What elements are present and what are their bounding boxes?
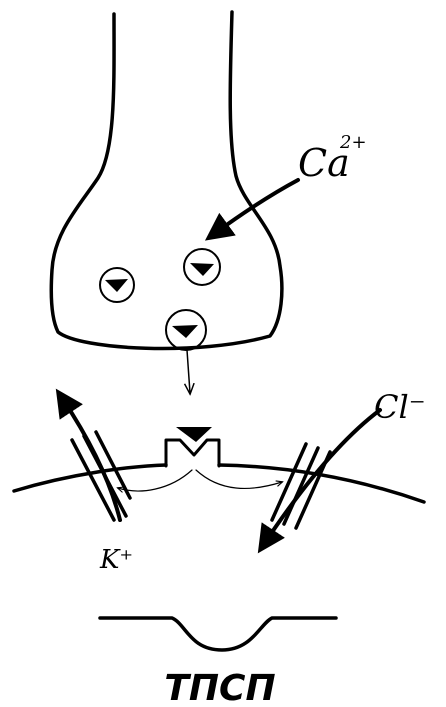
transmitter-release-arrow xyxy=(187,350,190,393)
chloride-channel xyxy=(272,444,330,528)
ipsp-trace xyxy=(100,618,336,650)
chloride-influx-arrow xyxy=(264,410,380,544)
synaptic-vesicle xyxy=(100,268,134,302)
chloride-label: Cl⁻ xyxy=(374,388,426,426)
synaptic-vesicle xyxy=(184,249,220,285)
presynaptic-terminal xyxy=(51,12,282,348)
receptor xyxy=(166,440,219,466)
receptor-to-chloride-channel-arrow xyxy=(196,470,282,488)
synaptic-vesicle-releasing xyxy=(166,310,206,350)
calcium-influx-arrow xyxy=(214,180,298,234)
receptor-to-potassium-channel-arrow xyxy=(118,470,192,491)
caption-label: ТПСП xyxy=(164,668,275,707)
calcium-charge-label: 2+ xyxy=(339,132,367,153)
potassium-label: K⁺ xyxy=(99,545,133,575)
